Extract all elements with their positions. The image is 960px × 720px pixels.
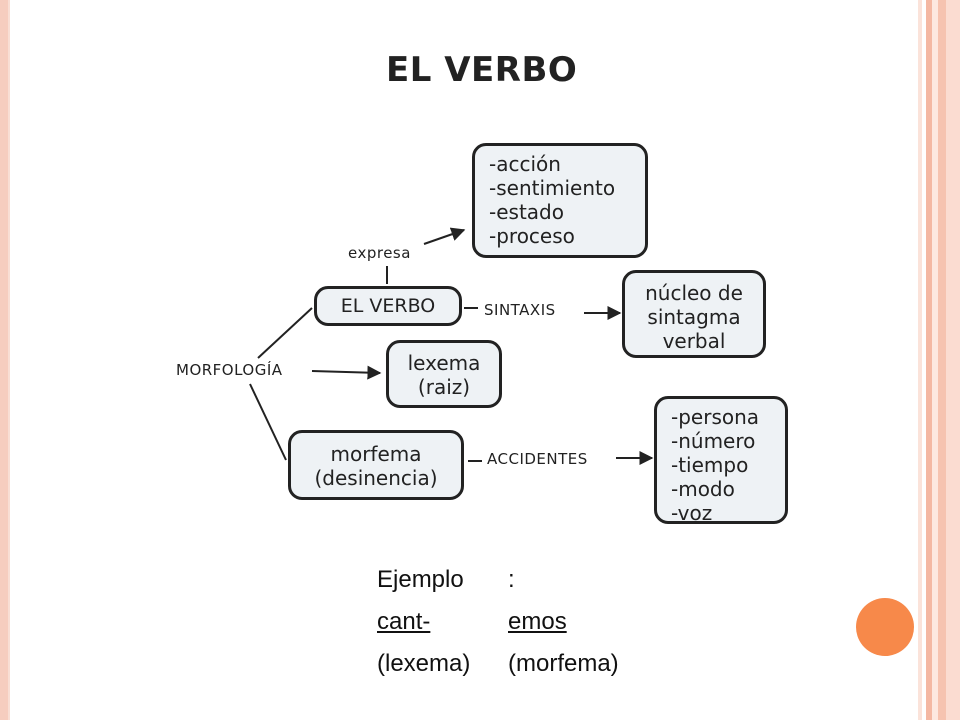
lexeme-box: lexema (raiz) bbox=[386, 340, 502, 408]
syntax-function-box: núcleo de sintagma verbal bbox=[622, 270, 766, 358]
morpheme-lines: morfema (desinencia) bbox=[291, 442, 461, 490]
left-frame-border bbox=[0, 0, 8, 720]
verb-box: EL VERBO bbox=[314, 286, 462, 326]
meaning-item: -sentimiento bbox=[489, 176, 616, 200]
lexeme-line: lexema bbox=[407, 351, 481, 375]
sintaxis-label: SINTAXIS bbox=[484, 301, 556, 319]
orange-circle-decoration bbox=[856, 598, 914, 656]
verb-label: EL VERBO bbox=[340, 295, 436, 317]
right-frame-stripes bbox=[918, 0, 960, 720]
morfologia-to-verb-line bbox=[257, 307, 313, 359]
example-stem-label: (lexema) bbox=[377, 650, 471, 677]
accident-item: -voz bbox=[671, 501, 713, 525]
meaning-list: -acción -sentimiento -estado -proceso bbox=[475, 146, 645, 248]
syntax-function-line: sintagma bbox=[647, 305, 741, 329]
meaning-item: -estado bbox=[489, 200, 564, 224]
expresa-arrow bbox=[423, 227, 466, 245]
morpheme-line: morfema bbox=[330, 442, 422, 466]
example-heading: Ejemplo bbox=[377, 566, 464, 593]
example-ending-label: (morfema) bbox=[508, 650, 619, 677]
meaning-types-box: -acción -sentimiento -estado -proceso bbox=[472, 143, 648, 258]
morpheme-box: morfema (desinencia) bbox=[288, 430, 464, 500]
lexeme-line: (raiz) bbox=[417, 375, 471, 399]
morpheme-line: (desinencia) bbox=[314, 466, 438, 490]
morfologia-to-morpheme-line bbox=[249, 383, 287, 461]
syntax-function-line: verbal bbox=[662, 329, 726, 353]
example-colon: : bbox=[508, 566, 515, 593]
example-stem: cant- bbox=[377, 608, 431, 635]
accidentes-label: ACCIDENTES bbox=[487, 450, 588, 468]
accident-item: -número bbox=[671, 429, 756, 453]
accidents-list: -persona -número -tiempo -modo -voz bbox=[657, 399, 785, 525]
example-ending: emos bbox=[508, 608, 567, 635]
accident-item: -tiempo bbox=[671, 453, 749, 477]
meaning-item: -acción bbox=[489, 152, 561, 176]
slide-title: EL VERBO bbox=[386, 50, 578, 90]
expresa-label: expresa bbox=[348, 244, 411, 262]
syntax-function-line: núcleo de bbox=[645, 281, 743, 305]
accident-item: -persona bbox=[671, 405, 760, 429]
lexeme-lines: lexema (raiz) bbox=[389, 351, 499, 399]
syntax-function-lines: núcleo de sintagma verbal bbox=[625, 281, 763, 353]
morfologia-arrow bbox=[311, 365, 382, 380]
meaning-item: -proceso bbox=[489, 224, 575, 248]
accident-item: -modo bbox=[671, 477, 735, 501]
accidents-box: -persona -número -tiempo -modo -voz bbox=[654, 396, 788, 525]
left-frame-line bbox=[8, 0, 10, 720]
morfologia-label: MORFOLOGÍA bbox=[176, 361, 283, 379]
